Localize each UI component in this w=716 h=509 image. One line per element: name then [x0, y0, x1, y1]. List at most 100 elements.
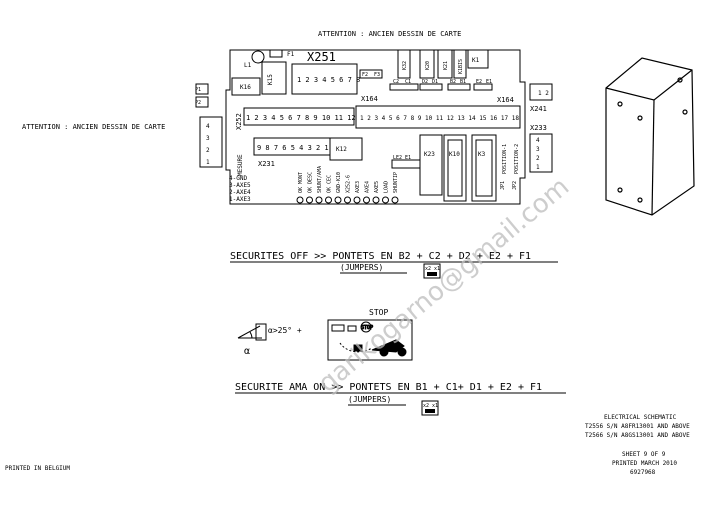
jumper-d2: D2 [422, 79, 428, 85]
jumper-icon-1-label: x2 x1 [425, 266, 440, 272]
k20-label: K20 [425, 61, 431, 70]
x241-pins: 1 2 [538, 90, 549, 97]
x251-pins: 1 2 3 4 5 6 7 8 [297, 76, 360, 84]
test-point-circle [344, 196, 351, 204]
f2-fuse [359, 69, 383, 79]
test-point-circle [391, 196, 399, 204]
k12-label: K12 [336, 146, 347, 153]
k16-relay [231, 77, 261, 96]
jumper-c2: C2 [393, 79, 399, 85]
test-point-label: OK CEC [327, 175, 333, 193]
test-point-circle [363, 196, 370, 204]
test-point-label: SHUNTIP [393, 172, 399, 193]
axe-label-axe5: 3-AXE5 [229, 182, 251, 189]
k15-relay [261, 61, 287, 95]
left-pin-1: 1 [206, 159, 210, 166]
left-connector [195, 83, 223, 168]
k12-relay [329, 137, 363, 161]
l1-label: L1 [244, 62, 252, 69]
x233-pin-2: 2 [536, 155, 540, 162]
test-point-circle [315, 196, 323, 204]
test-point-label: AXE4 [365, 181, 371, 193]
f1-fuse [269, 49, 283, 58]
jumper-b1: B1 [460, 79, 466, 85]
position2-label: POSITION-2 [514, 144, 520, 174]
f2-label: F2 [362, 72, 368, 78]
k15-label: K15 [267, 74, 274, 85]
x233-pin-3: 3 [536, 146, 540, 153]
pcb-board [225, 49, 526, 205]
telehandler-illustration: STOP [331, 321, 407, 357]
f3-label: F3 [374, 72, 380, 78]
enclosure-box [605, 57, 695, 216]
p1-label: P1 [195, 87, 201, 93]
k23-relay [419, 134, 443, 196]
test-point-circle [372, 196, 380, 204]
attention-top-text: ATTENTION : ANCIEN DESSIN DE CARTE [318, 30, 461, 38]
test-point-circle [325, 196, 332, 204]
electrical-schematic-title: ELECTRICAL SCHEMATIC [604, 414, 677, 421]
x164-connector [355, 105, 521, 129]
jumper-d1: D1 [432, 79, 438, 85]
x233-pin-4: 4 [536, 137, 540, 144]
test-point-label: OK MONT [298, 172, 304, 193]
jumper-e2: E2 [476, 79, 482, 85]
test-point-label: AXE5 [374, 181, 380, 193]
l1-inductor [251, 50, 265, 64]
x251-label: X251 [307, 50, 336, 64]
k10-relay [443, 134, 467, 202]
sheet-number: SHEET 9 OF 9 [622, 451, 666, 458]
x233-pin-1: 1 [536, 164, 540, 171]
part-number: 6927968 [630, 469, 656, 476]
angle-label: α>25° + [268, 326, 302, 335]
x164-label-right: X164 [497, 96, 514, 104]
test-point-circle [296, 196, 304, 204]
test-point-label: AXE3 [355, 181, 361, 193]
position1-label: POSITION-1 [502, 144, 508, 174]
test-point-label: SHUNT/AMA [317, 166, 323, 193]
model-line-2: T2566 S/N A8GS13001 AND ABOVE [585, 432, 690, 439]
left-pin-2: 2 [206, 147, 210, 154]
x231-pins: 9 8 7 6 5 4 3 2 1 [257, 144, 329, 152]
jumpers-label-2: (JUMPERS) [348, 395, 391, 404]
test-point-label: X252-6 [346, 175, 352, 193]
stop-illustration-frame [327, 319, 413, 361]
jp1-label: JP1 [500, 181, 506, 190]
model-line-1: T2556 S/N A8FR13001 AND ABOVE [585, 423, 690, 430]
x164-pins: 1 2 3 4 5 6 7 8 9 10 11 12 13 14 15 16 1… [360, 115, 519, 122]
left-pin-3: 3 [206, 135, 210, 142]
jp2-label: JP2 [512, 181, 518, 190]
x164-label-left: X164 [361, 95, 378, 103]
test-point-label: GND-K10 [336, 172, 342, 193]
k32-label: K32 [402, 61, 408, 70]
x241-label: X241 [530, 105, 547, 113]
alpha-label: α [244, 346, 250, 357]
k3-label: K3 [478, 151, 486, 158]
jumper-blocks [389, 83, 493, 91]
axe-label-axe4: 2-AXE4 [229, 189, 251, 196]
k1-relay [467, 49, 489, 69]
le2-e1-label: LE2 E1 [393, 155, 411, 161]
securite-ama-on-text: SECURITE AMA ON >> PONTETS EN B1 + C1+ D… [235, 382, 542, 393]
x231-label: X231 [258, 160, 275, 168]
k21-relay [437, 49, 453, 79]
p2-label: P2 [195, 100, 201, 106]
k1bis-relay [453, 49, 467, 79]
x251-connector [291, 63, 358, 95]
k20-relay [419, 49, 435, 79]
axe-label-gnd: 4-GND [229, 175, 247, 182]
f1-label: F1 [287, 51, 295, 58]
k23-label: K23 [424, 151, 435, 158]
jumper-e1: E1 [486, 79, 492, 85]
test-point-circle [306, 196, 313, 204]
x241-connector [529, 83, 553, 101]
test-point-circle [353, 196, 361, 204]
angle-icon [237, 323, 267, 341]
k16-label: K16 [240, 84, 251, 91]
x252-connector [243, 107, 355, 126]
jumper-c1: C1 [405, 79, 411, 85]
x233-label: X233 [530, 124, 547, 132]
left-pin-4: 4 [206, 123, 210, 130]
